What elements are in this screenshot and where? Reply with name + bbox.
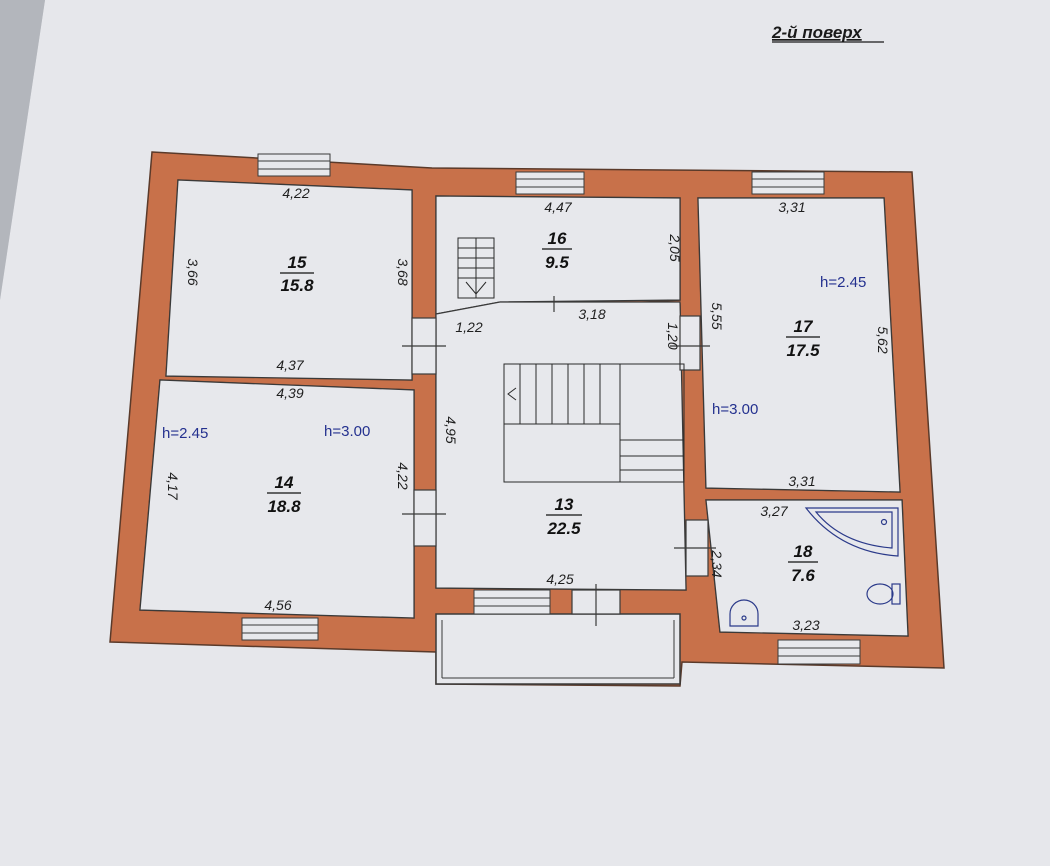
toilet-bowl [866, 583, 894, 605]
room-16-number: 16 [548, 229, 567, 248]
height-r14-left: h=2.45 [162, 425, 208, 442]
stair-arrow [465, 281, 487, 295]
height-r17: h=2.45 [820, 274, 866, 291]
bathtub-outer [804, 507, 899, 557]
window-r16 [515, 171, 585, 195]
stair-arrow [507, 387, 517, 401]
room-fill-17 [697, 197, 901, 493]
staircase-main [503, 363, 685, 483]
door-r14 [413, 489, 437, 547]
dim-r13-top-left: 1,22 [455, 319, 482, 335]
room-fill-14 [139, 379, 415, 619]
staircase-small [457, 237, 495, 299]
dim-r13-left: 4,95 [443, 416, 459, 443]
dim-r14-left: 4,17 [165, 472, 181, 500]
dim-r14-right: 4,22 [395, 462, 411, 489]
dim-r14-bottom: 4,56 [264, 597, 291, 613]
dim-r18-left: 2,34 [709, 549, 725, 577]
room-18-number: 18 [794, 542, 813, 561]
bathtub-icon [804, 507, 899, 557]
room-fill-13 [435, 301, 687, 591]
window-r18 [777, 639, 861, 665]
staircase-main-outline [503, 363, 685, 483]
dim-r16-right: 2,05 [667, 233, 683, 261]
room-17-area: 17.5 [786, 341, 820, 360]
window-r14 [241, 617, 319, 641]
dim-r16-bottom: 3,18 [578, 306, 605, 322]
dim-r15-bottom: 4,37 [276, 357, 304, 373]
door-r17 [679, 315, 701, 371]
dim-r13-right: 1,20 [665, 322, 681, 349]
sink-basin [729, 599, 759, 627]
room-16-area: 9.5 [545, 253, 569, 272]
room-labels: 15 15.8 16 9.5 17 17.5 14 18.8 13 22.5 1… [267, 229, 820, 585]
bathtub-inner [814, 511, 893, 549]
room-fill-18 [705, 499, 909, 637]
doors [402, 296, 716, 626]
bathtub-drain [880, 518, 888, 526]
toilet-icon [866, 583, 901, 605]
dimension-labels: 4,22 3,66 3,68 4,37 4,47 2,05 3,18 3,31 … [165, 185, 891, 633]
height-labels: h=2.45 h=3.00 h=2.45 h=3.00 [162, 274, 866, 442]
dim-r15-top: 4,22 [282, 185, 309, 201]
room-14-number: 14 [275, 473, 294, 492]
dim-r17-right: 5,62 [875, 326, 891, 353]
window-r13 [473, 589, 551, 615]
height-r14-right: h=3.00 [324, 423, 370, 440]
paper-shadow [0, 0, 45, 300]
window-r17 [751, 171, 825, 195]
plan-title: 2-й поверх [771, 23, 863, 42]
dim-r14-top: 4,39 [276, 385, 303, 401]
sink-icon [729, 599, 759, 627]
room-15-area: 15.8 [280, 276, 314, 295]
dim-r18-top: 3,27 [760, 503, 788, 519]
window-r15 [257, 153, 331, 177]
dim-r13-bottom: 4,25 [546, 571, 573, 587]
room-13-number: 13 [555, 495, 574, 514]
dim-r16-top: 4,47 [544, 199, 572, 215]
dim-r18-bottom: 3,23 [792, 617, 819, 633]
dim-r17-top: 3,31 [778, 199, 805, 215]
dim-r15-right: 3,68 [395, 258, 411, 285]
height-r13: h=3.00 [712, 401, 758, 418]
balcony [435, 613, 681, 685]
room-fill-15 [165, 179, 413, 381]
room-15-number: 15 [288, 253, 307, 272]
room-17-number: 17 [794, 317, 814, 336]
dim-r17-bottom: 3,31 [788, 473, 815, 489]
dim-r17-left: 5,55 [709, 302, 725, 329]
sink-drain [741, 615, 747, 621]
room-13-area: 22.5 [546, 519, 581, 538]
room-14-area: 18.8 [267, 497, 301, 516]
room-18-area: 7.6 [791, 566, 815, 585]
windows [241, 153, 861, 665]
room-fill-16 [435, 195, 681, 315]
dim-r15-left: 3,66 [185, 258, 201, 285]
toilet-tank [891, 583, 901, 605]
